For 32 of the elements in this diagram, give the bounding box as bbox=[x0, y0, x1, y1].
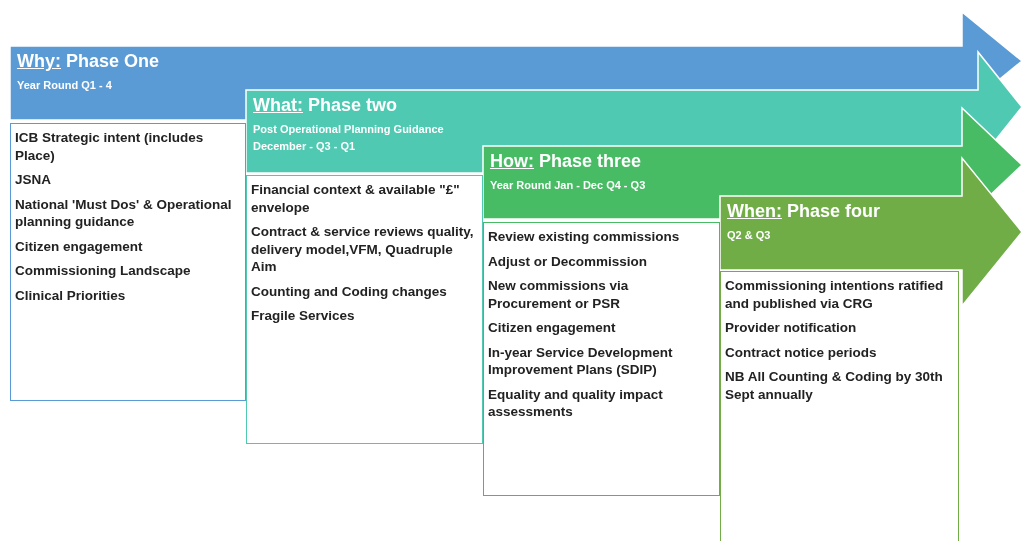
phase-heading: How: Phase three bbox=[490, 151, 642, 172]
list-item: Provider notification bbox=[725, 319, 858, 337]
content-box bbox=[10, 123, 246, 401]
list-item: Equality and quality impact assessments bbox=[488, 385, 664, 421]
phase-period: Year Round Jan - Dec Q4 - Q3 bbox=[490, 178, 647, 193]
list-item: Commissioning Landscape bbox=[15, 262, 192, 280]
content-box bbox=[483, 222, 720, 496]
list-item: Citizen engagement bbox=[15, 237, 144, 256]
list-item: New commissions via Procurement or PSR bbox=[488, 277, 630, 313]
list-item: National 'Must Dos' & Operational planning guidance bbox=[15, 195, 233, 231]
list-item: Financial context & available "£" envelope bbox=[251, 181, 461, 217]
list-item: NB All Counting & Coding by 30th Sept annually bbox=[725, 368, 944, 404]
phase-heading: What: Phase two bbox=[253, 95, 397, 116]
content-box bbox=[720, 271, 959, 541]
phase-period: Year Round Q1 - 4 bbox=[17, 78, 113, 93]
phase-heading: Why: Phase One bbox=[17, 51, 160, 72]
list-item: JSNA bbox=[15, 171, 52, 189]
list-item: Citizen engagement bbox=[488, 319, 617, 337]
list-item: Fragile Services bbox=[251, 307, 356, 325]
phase-period: Post Operational Planning Guidance December - Q3 - Q1 bbox=[253, 122, 445, 155]
list-item: Clinical Priorities bbox=[15, 286, 127, 305]
phase-period: Q2 & Q3 bbox=[727, 228, 772, 243]
list-item: Counting and Coding changes bbox=[251, 282, 448, 301]
content-box bbox=[246, 175, 483, 444]
phase-heading: When: Phase four bbox=[727, 201, 880, 222]
list-item: In-year Service Development Improvement Plans (SDIP) bbox=[488, 343, 674, 379]
list-item: Review existing commissions bbox=[488, 228, 681, 246]
list-item: Adjust or Decommission bbox=[488, 252, 649, 271]
list-item: ICB Strategic intent (includes Place) bbox=[15, 129, 205, 165]
list-item: Commissioning intentions ratified and published via CRG bbox=[725, 277, 945, 313]
list-item: Contract & service reviews quality, delivery model,VFM, Quadruple Aim bbox=[251, 223, 475, 276]
list-item: Contract notice periods bbox=[725, 343, 878, 362]
